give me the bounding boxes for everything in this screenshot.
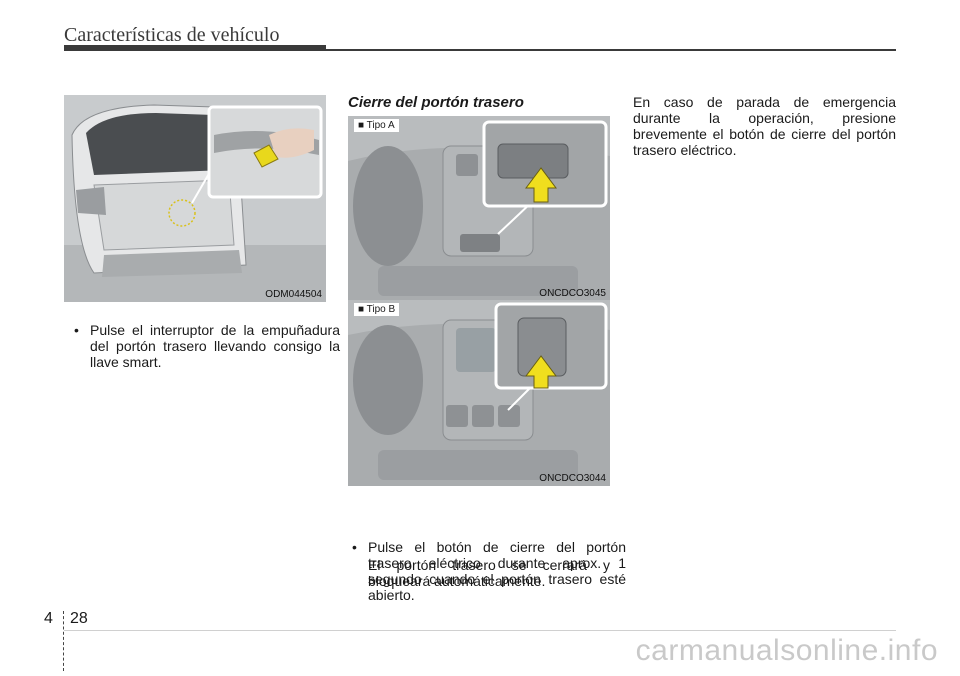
bullet-dot: •: [74, 322, 79, 338]
close-result-note: El portón trasero se cerrará y bloqueará…: [368, 557, 610, 589]
close-instruction-text: Pulse el botón de cierre del portón tras…: [368, 539, 626, 603]
header-rule-thick: [64, 45, 326, 51]
instruction-bullet: • Pulse el interruptor de la empuñadura …: [74, 322, 340, 370]
section-title: Cierre del portón trasero: [348, 94, 524, 111]
figure-code: ONCDCO3044: [539, 473, 606, 484]
page-header-title: Características de vehículo: [64, 24, 280, 46]
page-number: 28: [70, 610, 88, 627]
type-b-console-illustration: [348, 300, 610, 486]
watermark: carmanualsonline.info: [635, 634, 938, 667]
header-rule-thin: [326, 49, 896, 51]
section-number: 4: [44, 610, 53, 627]
bullet-dot: •: [352, 539, 357, 555]
figure-code: ODM044504: [265, 289, 322, 300]
figure-type-a: ■ Tipo A ONCDCO3045: [348, 116, 610, 301]
tailgate-illustration: [64, 95, 326, 302]
page-number-divider: [63, 611, 64, 671]
type-b-tag: ■ Tipo B: [354, 303, 400, 316]
figure-type-b: ■ Tipo B ONCDCO3044: [348, 300, 610, 486]
instruction-text: Pulse el interruptor de la empuñadura de…: [90, 322, 340, 370]
figure-tailgate-handle: ODM044504: [64, 95, 326, 302]
close-instruction-bullet: • Pulse el botón de cierre del portón tr…: [352, 539, 626, 603]
footer-rule: [64, 630, 896, 631]
type-a-tag: ■ Tipo A: [354, 119, 399, 132]
emergency-paragraph: En caso de parada de emergencia durante …: [633, 94, 896, 158]
type-a-console-illustration: [348, 116, 610, 301]
figure-code: ONCDCO3045: [539, 288, 606, 299]
